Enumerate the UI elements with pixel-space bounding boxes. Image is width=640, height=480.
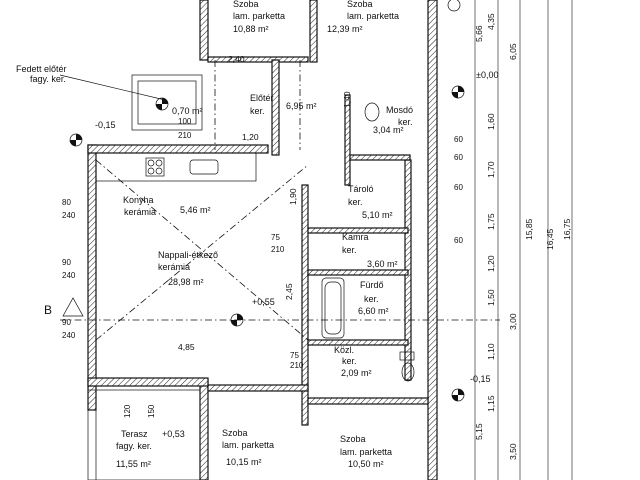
room-name: Mosdó: [386, 105, 413, 115]
door-mark: 60: [454, 135, 463, 144]
door-mark: 60: [454, 236, 463, 245]
door-mark: 240: [62, 331, 76, 340]
room-name: Fürdő: [360, 280, 384, 290]
dimension-text: 2,45: [284, 283, 294, 300]
room-area: 6,60 m²: [358, 306, 389, 316]
dimension-text: 1,75: [486, 213, 496, 230]
door-mark: 75: [290, 351, 299, 360]
dimension-text: 1,10: [486, 343, 496, 360]
room-area: 10,50 m²: [348, 459, 384, 469]
bathtub: [321, 277, 345, 339]
room-floor: ker.: [348, 197, 363, 207]
dimension-text: 1,15: [486, 395, 496, 412]
room-area: 12,39 m²: [327, 24, 363, 34]
toilet-fixtures: [364, 102, 415, 382]
level-text: +0,55: [252, 297, 275, 307]
room-name: Konyha: [123, 195, 154, 205]
level-text: -0,15: [95, 120, 116, 130]
door-mark: 240: [62, 211, 76, 220]
room-name: Szoba: [222, 428, 248, 438]
room-floor: ker.: [250, 106, 265, 116]
room-name: Nappali-étkező: [158, 250, 218, 260]
room-area: 10,88 m²: [233, 24, 269, 34]
exterior-walls: [87, 0, 438, 480]
dimension-text: 1,90: [288, 188, 298, 205]
room-floor: lam. parketta: [347, 11, 399, 21]
dimension-text: 1,40: [342, 91, 352, 108]
door-mark: 210: [178, 131, 192, 140]
dimension-text: 1,50: [486, 289, 496, 306]
kitchen-counter: [95, 152, 257, 182]
level-text: ±0,00: [476, 70, 498, 80]
door-mark: 80: [62, 198, 71, 207]
level-text: -0,15: [470, 374, 491, 384]
dimension-text: 1,20: [486, 255, 496, 272]
dimension-chain-right: [474, 0, 573, 480]
section-mark: B: [44, 297, 84, 317]
room-area: 2,09 m²: [341, 368, 372, 378]
door-mark: 150: [147, 404, 156, 418]
room-floor: kerámia: [124, 207, 156, 217]
room-floor: fagy. ker.: [30, 74, 66, 84]
door-mark: 60: [454, 183, 463, 192]
room-name: Szoba: [347, 0, 373, 9]
dimension-text: 3,00: [508, 313, 518, 330]
room-area: 10,15 m²: [226, 457, 262, 467]
room-area: 5,10 m²: [362, 210, 393, 220]
dimension-text: 1,20: [242, 132, 259, 142]
door-mark: 60: [454, 153, 463, 162]
door-mark: 100: [178, 117, 192, 126]
dimension-text: 1,70: [486, 161, 496, 178]
dimension-text: 15,85: [524, 218, 534, 240]
door-mark: 75: [271, 233, 280, 242]
section-mark-label: B: [44, 303, 52, 317]
room-name: Tároló: [348, 184, 374, 194]
room-area: 0,70 m²: [172, 106, 203, 116]
room-name: Előtér: [250, 93, 274, 103]
dimension-text: 5,15: [474, 423, 484, 440]
door-mark: 90: [62, 258, 71, 267]
door-mark: 90: [62, 318, 71, 327]
room-name: Szoba: [233, 0, 259, 9]
dimension-text: 16,75: [562, 218, 572, 240]
room-name: Fedett előtér: [16, 64, 67, 74]
room-floor: ker.: [342, 356, 357, 366]
dimension-text: 16,45: [545, 228, 555, 250]
room-area: 3,60 m²: [367, 259, 398, 269]
room-floor: lam. parketta: [222, 440, 274, 450]
room-floor: ker.: [398, 117, 413, 127]
room-name: Kamra: [342, 232, 369, 242]
dimension-text: 2,40: [228, 54, 245, 64]
room-floor: kerámia: [158, 262, 190, 272]
dimension-text: 4,85: [178, 342, 195, 352]
room-floor: lam. parketta: [340, 447, 392, 457]
room-floor: fagy. ker.: [116, 441, 152, 451]
dimension-text: 5,66: [474, 25, 484, 42]
room-floor: lam. parketta: [233, 11, 285, 21]
dimension-text: 4,35: [486, 13, 496, 30]
level-text: +0,53: [162, 429, 185, 439]
room-name: Közl.: [334, 345, 354, 355]
room-floor: ker.: [364, 294, 379, 304]
room-name: Szoba: [340, 434, 366, 444]
room-name: Terasz: [121, 429, 148, 439]
room-area: 5,46 m²: [180, 205, 211, 215]
entry-porch: [59, 74, 203, 131]
door-mark: 120: [123, 404, 132, 418]
terrace-outline: [87, 389, 201, 480]
dimension-text: 6,05: [508, 43, 518, 60]
room-area: 6,95 m²: [286, 101, 317, 111]
door-mark: 210: [271, 245, 285, 254]
door-mark: 240: [62, 271, 76, 280]
room-area: 3,04 m²: [373, 125, 404, 135]
dimension-text: 3,50: [508, 443, 518, 460]
axis-lines: [60, 60, 500, 341]
room-area: 28,98 m²: [168, 277, 204, 287]
level-markers: [69, 0, 465, 402]
door-mark: 210: [290, 361, 304, 370]
room-floor: ker.: [342, 245, 357, 255]
room-area: 11,55 m²: [116, 459, 151, 469]
dimension-text: 1,60: [486, 113, 496, 130]
